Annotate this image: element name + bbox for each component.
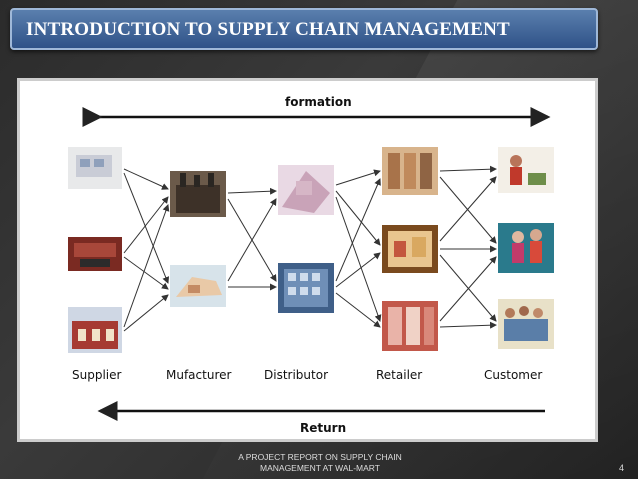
stage-label-distributor: Distributor: [264, 368, 328, 382]
manufacturer-image-2: [170, 265, 226, 307]
supplier-to-manufacturer-arrows: [124, 169, 168, 331]
supplier-image-1: [68, 147, 122, 189]
stage-label-retailer: Retailer: [376, 368, 422, 382]
customer-image-2: [498, 223, 554, 273]
distributor-image-1: [278, 165, 334, 215]
supplier-image-3: [68, 307, 122, 353]
distributor-image-2: [278, 263, 334, 313]
footer-line-2: MANAGEMENT AT WAL-MART: [220, 463, 420, 474]
customer-image-3: [498, 299, 554, 349]
retailer-image-3: [382, 301, 438, 351]
retailer-to-customer-arrows: [440, 169, 496, 327]
stage-label-supplier: Supplier: [72, 368, 121, 382]
footer-text: A PROJECT REPORT ON SUPPLY CHAIN MANAGEM…: [220, 452, 420, 474]
manufacturer-to-distributor-arrows: [228, 191, 276, 287]
retailer-image-2: [382, 225, 438, 273]
footer-line-1: A PROJECT REPORT ON SUPPLY CHAIN: [220, 452, 420, 463]
stage-label-manufacturer: Mufacturer: [166, 368, 231, 382]
supply-chain-diagram: [20, 81, 595, 439]
supplier-image-2: [68, 237, 122, 271]
retailer-image-1: [382, 147, 438, 195]
slide-title-bar: INTRODUCTION TO SUPPLY CHAIN MANAGEMENT: [10, 8, 598, 50]
slide-title: INTRODUCTION TO SUPPLY CHAIN MANAGEMENT: [26, 19, 510, 41]
diagram-frame: formation Return Supplier Mufacturer Dis…: [17, 78, 598, 442]
distributor-to-retailer-arrows: [336, 171, 380, 327]
stage-label-customer: Customer: [484, 368, 542, 382]
return-flow-label: Return: [300, 421, 346, 435]
customer-image-1: [498, 147, 554, 193]
information-flow-label: formation: [285, 95, 352, 109]
page-number: 4: [619, 463, 624, 473]
manufacturer-image-1: [170, 171, 226, 217]
